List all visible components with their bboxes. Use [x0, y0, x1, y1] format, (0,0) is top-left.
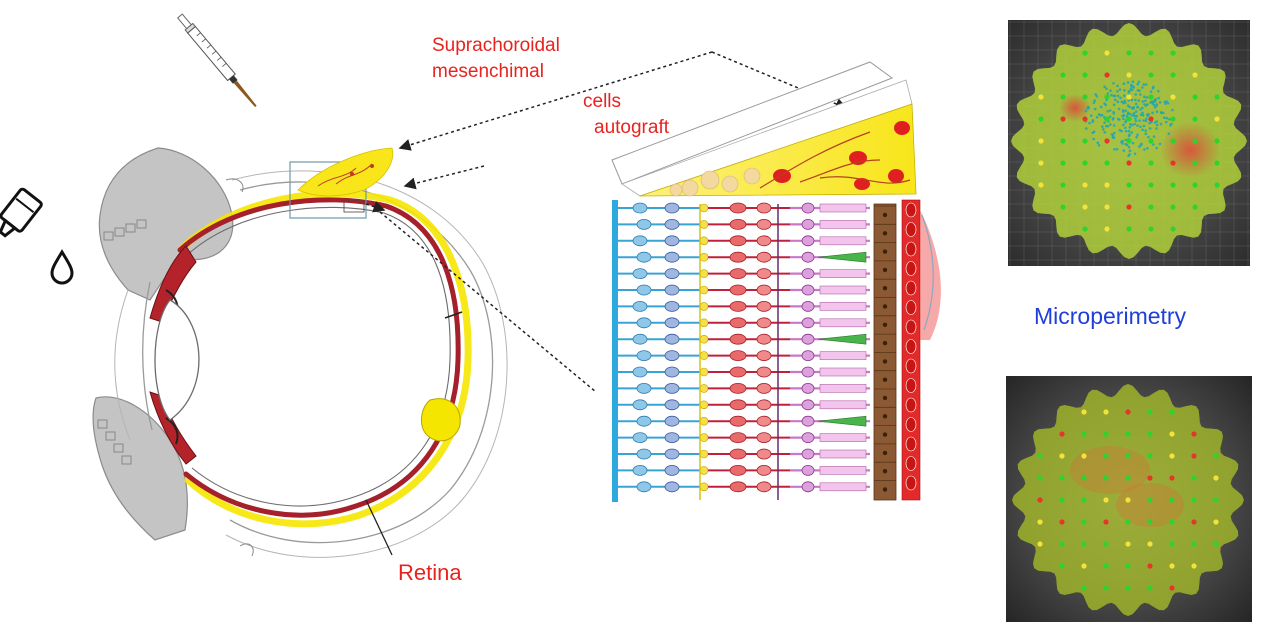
choroid-layer — [177, 197, 461, 518]
eye-dropper-icon — [0, 187, 43, 238]
microperimetry-map-top — [1008, 20, 1250, 266]
syringe-icon — [176, 13, 257, 108]
stimulus-points-bottom — [1037, 409, 1219, 591]
stimulus-points-top — [1038, 50, 1220, 232]
label-suprachoroidal: Suprachoroidal — [432, 35, 560, 56]
lens — [154, 299, 200, 421]
optic-disc — [421, 398, 461, 442]
gland-marks — [97, 219, 147, 465]
inset-region-box — [289, 161, 367, 219]
rpe-cells — [874, 205, 896, 492]
graft-blob — [297, 147, 394, 197]
label-microperimetry: Microperimetry — [1034, 303, 1187, 329]
label-cells: cells — [583, 91, 622, 112]
lower-eyelid — [92, 396, 188, 541]
label-autograft: autograft — [594, 117, 669, 138]
retina-zoom-panel — [611, 61, 941, 502]
microperimetry-map-bottom — [1006, 376, 1252, 622]
label-mesenchimal: mesenchimal — [432, 61, 544, 82]
choroid-cells — [905, 202, 917, 491]
drop-icon — [50, 249, 74, 285]
retina-cell-rows — [618, 202, 870, 500]
fixation-points — [1084, 80, 1174, 158]
label-retina: Retina — [398, 560, 462, 585]
eye-cross-section — [92, 147, 508, 558]
